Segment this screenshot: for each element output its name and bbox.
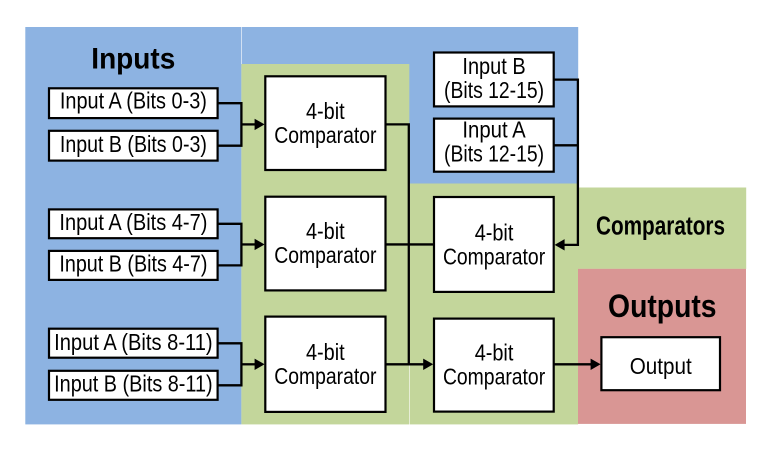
svg-text:Comparators: Comparators [596, 211, 725, 241]
svg-text:Input A (Bits 4-7): Input A (Bits 4-7) [59, 209, 207, 235]
svg-text:Outputs: Outputs [608, 288, 717, 324]
svg-text:Input B (Bits 4-7): Input B (Bits 4-7) [59, 251, 207, 277]
svg-text:4-bit: 4-bit [306, 339, 345, 365]
svg-text:Comparator: Comparator [443, 364, 545, 390]
svg-text:Input A (Bits 0-3): Input A (Bits 0-3) [60, 88, 207, 114]
svg-text:Input B (Bits 8-11): Input B (Bits 8-11) [54, 371, 213, 397]
svg-text:4-bit: 4-bit [306, 98, 345, 124]
svg-text:Comparator: Comparator [274, 242, 376, 268]
svg-text:4-bit: 4-bit [475, 340, 514, 366]
svg-text:Input B (Bits 0-3): Input B (Bits 0-3) [60, 131, 207, 157]
svg-text:Output: Output [630, 353, 692, 379]
svg-text:(Bits 12-15): (Bits 12-15) [444, 77, 544, 103]
svg-text:Comparator: Comparator [443, 243, 545, 269]
svg-text:4-bit: 4-bit [475, 219, 514, 245]
svg-text:Input B: Input B [462, 53, 525, 79]
svg-text:Comparator: Comparator [274, 363, 376, 389]
svg-text:(Bits 12-15): (Bits 12-15) [444, 141, 544, 167]
svg-text:4-bit: 4-bit [306, 218, 345, 244]
svg-text:Comparator: Comparator [274, 122, 376, 148]
svg-text:Input A (Bits 8-11): Input A (Bits 8-11) [54, 329, 213, 355]
svg-text:Input A: Input A [462, 117, 526, 143]
svg-text:Inputs: Inputs [91, 43, 175, 75]
